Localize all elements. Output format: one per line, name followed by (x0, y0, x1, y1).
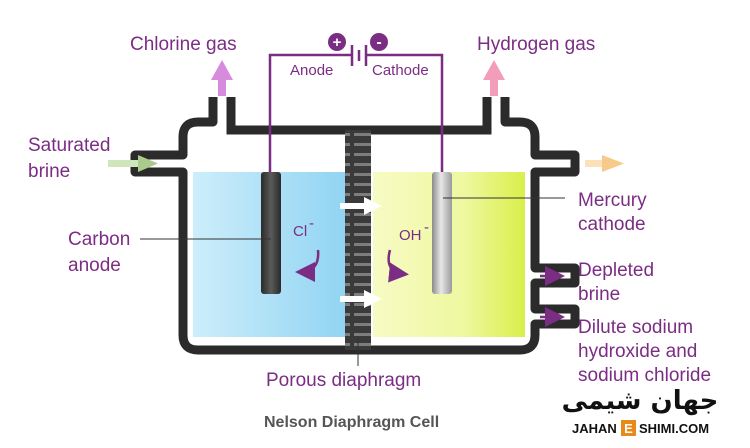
porous-diaphragm (345, 130, 371, 350)
svg-text:+: + (333, 34, 342, 51)
chloride-charge: - (309, 215, 314, 232)
logo-e-badge (621, 420, 636, 436)
logo-latin-e: E (624, 421, 633, 436)
cathode-wire (382, 53, 444, 172)
porous-diaphragm-label: Porous diaphragm (266, 370, 421, 391)
anode-terminal-label: Anode (290, 62, 333, 79)
cell-vessel (130, 97, 580, 355)
carbon-anode-label-line2: anode (68, 255, 121, 276)
carbon-anode-label-line1: Carbon (68, 229, 130, 250)
depleted-brine-label-line2: brine (578, 284, 620, 305)
product-out-arrow-icon (585, 155, 624, 172)
battery-icon (335, 45, 382, 66)
chloride-ion-label: Cl (293, 223, 307, 240)
logo-persian-text: جهان شیمی (562, 386, 719, 416)
logo-latin-right: SHIMI.COM (639, 421, 709, 436)
figure-caption: Nelson Diaphragm Cell (264, 414, 439, 431)
dilute-label-line2: hydroxide and (578, 341, 697, 362)
brine-in-arrow-icon (108, 155, 158, 172)
mercury-cathode-label-line2: cathode (578, 214, 646, 235)
carbon-anode-rod (261, 172, 281, 294)
logo-latin-left: JAHAN (572, 421, 617, 436)
hydroxide-curve-arrow-icon (387, 249, 409, 283)
cathode-terminal-label: Cathode (372, 62, 429, 79)
ion-flow-arrow-lower-icon (340, 290, 382, 308)
dilute-label-line3: sodium chloride (578, 365, 711, 386)
negative-terminal-icon: - (370, 33, 388, 51)
chlorine-out-arrow-icon (211, 60, 233, 96)
jahan-e-shimi-logo: جهان شیمی JAHAN E SHIMI.COM (562, 386, 719, 436)
saturated-brine-label-line1: Saturated (28, 135, 110, 156)
hydrogen-gas-label: Hydrogen gas (477, 34, 595, 55)
chloride-curve-arrow-icon (295, 249, 320, 282)
mercury-cathode-label-line1: Mercury (578, 190, 647, 211)
dilute-label-line1: Dilute sodium (578, 317, 693, 338)
anode-wire (268, 53, 335, 172)
hydroxide-ion-label: OH (399, 227, 422, 244)
depleted-brine-label-line1: Depleted (578, 260, 654, 281)
chlorine-gas-label: Chlorine gas (130, 34, 237, 55)
ion-flow-arrow-upper-icon (340, 197, 382, 215)
saturated-brine-label-line2: brine (28, 161, 70, 182)
positive-terminal-icon: + (328, 33, 346, 51)
hydrogen-out-arrow-icon (483, 60, 505, 96)
mercury-cathode-rod (432, 172, 452, 294)
svg-text:-: - (376, 34, 381, 51)
hydroxide-charge: - (424, 219, 429, 236)
